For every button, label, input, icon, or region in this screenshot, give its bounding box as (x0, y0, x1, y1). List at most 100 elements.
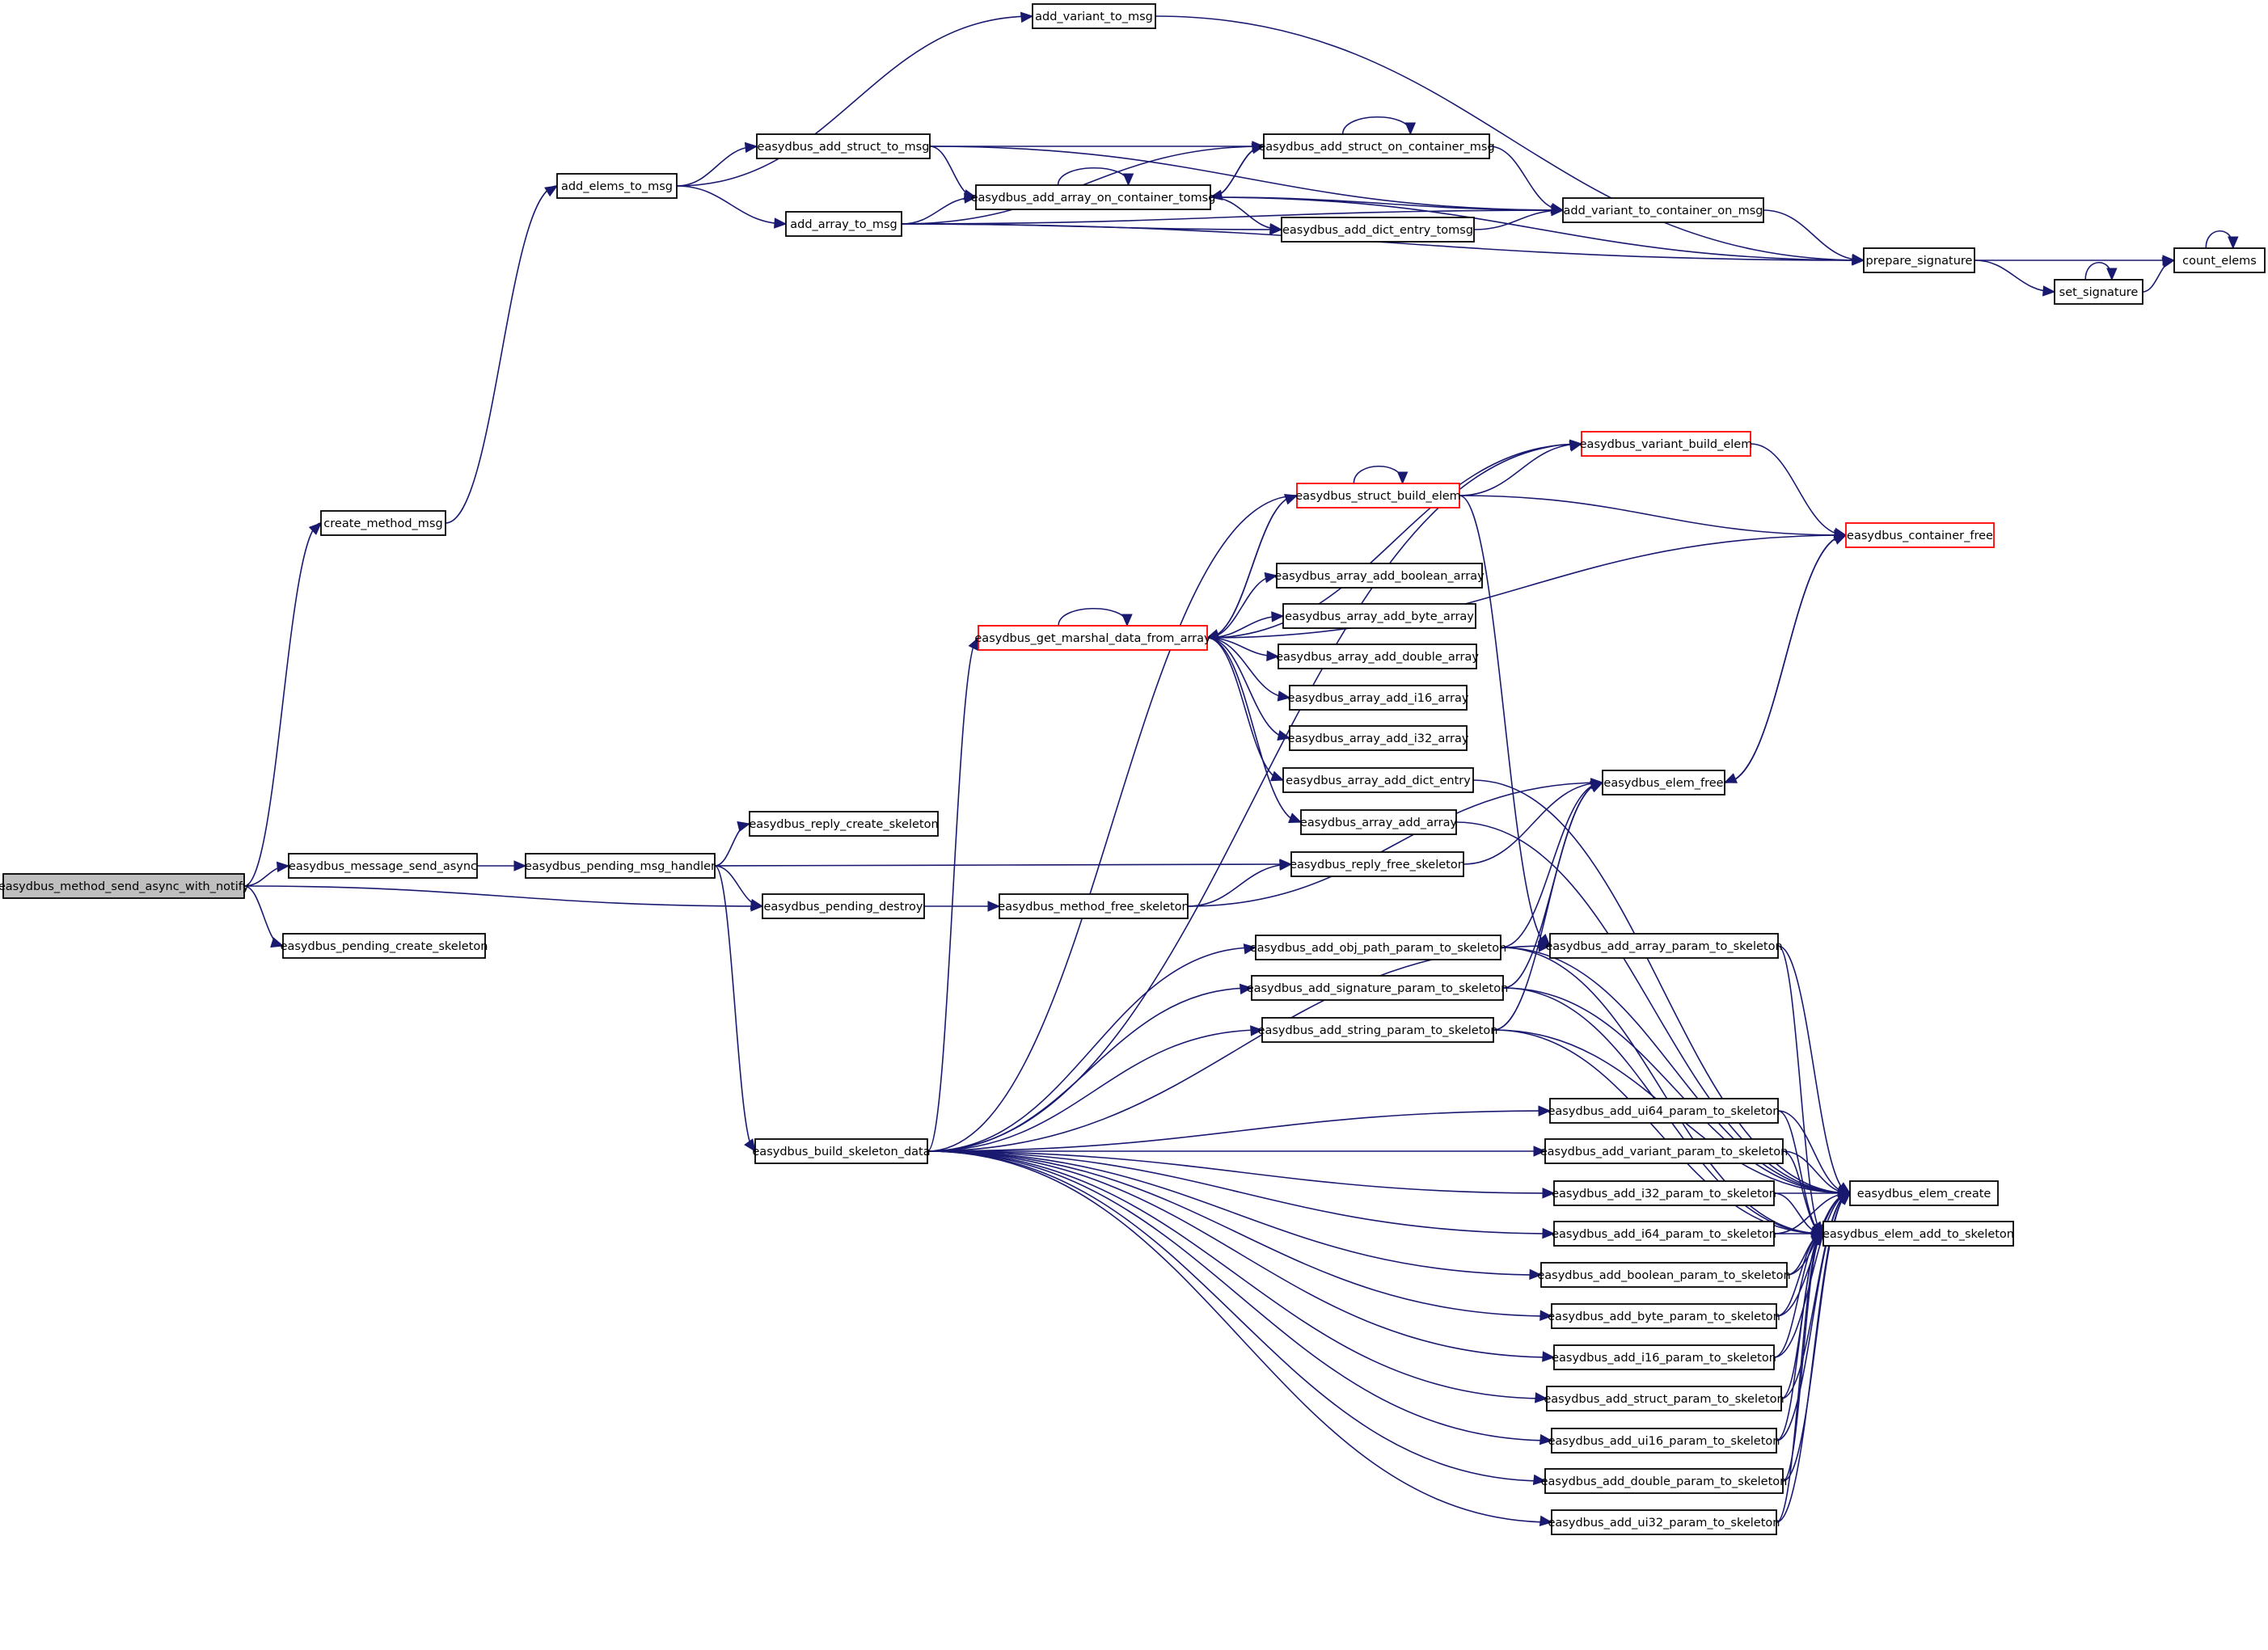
node-add-array-on-container-tomsg[interactable]: easydbus_add_array_on_container_tomsg (971, 184, 1216, 210)
node-struct-build-elem[interactable]: easydbus_struct_build_elem (1295, 483, 1461, 509)
node-add-i32-param[interactable]: easydbus_add_i32_param_to_skeleton (1552, 1180, 1776, 1206)
node-array-add-byte-array[interactable]: easydbus_array_add_byte_array (1282, 603, 1476, 629)
node-add-signature-param[interactable]: easydbus_add_signature_param_to_skeleton (1247, 975, 1509, 1001)
node-add-dict-entry-tomsg[interactable]: easydbus_add_dict_entry_tomsg (1281, 217, 1475, 243)
edge-arrowhead (2161, 257, 2176, 268)
node-add-array-to-msg[interactable]: add_array_to_msg (785, 211, 902, 237)
node-add-i64-param[interactable]: easydbus_add_i64_param_to_skeleton (1552, 1221, 1776, 1247)
edge-line (1341, 116, 1412, 135)
edge-build-skeleton-data-to-add-ui64-param (927, 1105, 1552, 1152)
node-pending-msg-handler[interactable]: easydbus_pending_msg_handler (525, 853, 716, 879)
node-array-add-i32-array[interactable]: easydbus_array_add_i32_array (1288, 725, 1469, 751)
node-box (1251, 975, 1504, 1001)
node-count-elems[interactable]: count_elems (2173, 247, 2266, 273)
node-box (1553, 1180, 1775, 1206)
node-add-struct-to-msg[interactable]: easydbus_add_struct_to_msg (756, 133, 931, 159)
node-elem-create[interactable]: easydbus_elem_create (1849, 1180, 1999, 1206)
node-build-skeleton-data[interactable]: easydbus_build_skeleton_data (752, 1138, 931, 1164)
edge-arrowhead (1288, 812, 1303, 823)
node-label: easydbus_add_struct_param_to_skeleton (1544, 1393, 1784, 1406)
node-add-variant-param[interactable]: easydbus_add_variant_param_to_skeleton (1540, 1138, 1789, 1164)
edge-arrowhead (1396, 471, 1409, 485)
edge-arrowhead (1542, 1227, 1556, 1239)
node-add-string-param[interactable]: easydbus_add_string_param_to_skeleton (1258, 1017, 1498, 1043)
node-pending-create-skeleton[interactable]: easydbus_pending_create_skeleton (281, 933, 488, 959)
node-add-elems-to-msg[interactable]: add_elems_to_msg (556, 173, 678, 199)
edge-arrowhead (1122, 173, 1134, 187)
node-label: easydbus_pending_msg_handler (525, 860, 716, 873)
node-add-boolean-param[interactable]: easydbus_add_boolean_param_to_skeleton (1537, 1262, 1791, 1288)
edge-arrowhead (513, 860, 527, 871)
node-add-byte-param[interactable]: easydbus_add_byte_param_to_skeleton (1548, 1303, 1780, 1329)
node-add-array-param[interactable]: easydbus_add_array_param_to_skeleton (1545, 933, 1783, 959)
node-add-struct-param[interactable]: easydbus_add_struct_param_to_skeleton (1544, 1386, 1784, 1412)
edge-line (927, 1150, 1546, 1482)
node-reply-create-skeleton[interactable]: easydbus_reply_create_skeleton (749, 811, 939, 837)
node-label: easydbus_add_array_param_to_skeleton (1545, 940, 1782, 953)
edge-line (1459, 495, 1847, 536)
node-elem-add-to-skeleton[interactable]: easydbus_elem_add_to_skeleton (1822, 1221, 2014, 1247)
node-box (754, 1138, 928, 1164)
node-variant-build-elem[interactable]: easydbus_variant_build_elem (1580, 431, 1753, 457)
node-label: easydbus_array_add_double_array (1276, 651, 1479, 664)
edge-arrowhead (1539, 1515, 1553, 1526)
node-add-struct-on-container-msg[interactable]: easydbus_add_struct_on_container_msg (1258, 133, 1495, 159)
node-array-add-i16-array[interactable]: easydbus_array_add_i16_array (1288, 685, 1469, 711)
node-send-async-with-notify[interactable]: easydbus_method_send_async_with_notify (0, 873, 250, 899)
node-label: easydbus_add_ui64_param_to_skeleton (1548, 1105, 1780, 1118)
node-label: add_variant_to_container_on_msg (1564, 205, 1763, 217)
edge-arrowhead (737, 821, 751, 832)
edge-arrowhead (1811, 1233, 1824, 1247)
edge-get-marshal-data-from-array-to-array-add-i32-array (1206, 637, 1291, 741)
edge-array-add-dict-entry-to-elem-create (1472, 779, 1852, 1196)
node-box (1551, 1509, 1777, 1535)
node-label: add_elems_to_msg (561, 180, 673, 193)
edge-create-method-msg-to-add-elems-to-msg (445, 185, 559, 524)
node-box (1602, 770, 1725, 795)
node-box (1822, 1221, 2014, 1247)
node-message-send-async[interactable]: easydbus_message_send_async (288, 853, 478, 879)
node-label: easydbus_array_add_boolean_array (1274, 570, 1485, 583)
node-box (1544, 1468, 1784, 1494)
edge-struct-build-elem-to-container-free (1459, 495, 1848, 541)
node-create-method-msg[interactable]: create_method_msg (320, 510, 446, 536)
edge-line (1187, 863, 1292, 907)
edge-add-array-param-to-elem-create (1777, 945, 1852, 1194)
node-label: easydbus_reply_free_skeleton (1290, 859, 1465, 871)
edge-arrowhead (1542, 1188, 1556, 1199)
node-elem-free[interactable]: easydbus_elem_free (1602, 770, 1725, 795)
edge-build-skeleton-data-to-add-signature-param (927, 983, 1253, 1152)
edge-arrowhead (1250, 1025, 1264, 1036)
node-reply-free-skeleton[interactable]: easydbus_reply_free_skeleton (1290, 851, 1465, 877)
edge-build-skeleton-data-to-add-byte-param (927, 1150, 1553, 1321)
node-add-ui16-param[interactable]: easydbus_add_ui16_param_to_skeleton (1548, 1428, 1780, 1454)
edge-add-array-on-container-tomsg-to-add-array-on-container-tomsg (1057, 167, 1134, 187)
edge-get-marshal-data-from-array-to-array-add-array (1206, 637, 1303, 823)
node-add-variant-to-msg[interactable]: add_variant_to_msg (1032, 3, 1156, 29)
node-box (762, 893, 925, 919)
node-prepare-signature[interactable]: prepare_signature (1863, 247, 1975, 273)
node-add-ui32-param[interactable]: easydbus_add_ui32_param_to_skeleton (1548, 1509, 1780, 1535)
edge-add-obj-path-param-to-elem-free (1500, 781, 1604, 948)
node-set-signature[interactable]: set_signature (2054, 279, 2143, 305)
node-box (1289, 685, 1468, 711)
node-add-i16-param[interactable]: easydbus_add_i16_param_to_skeleton (1552, 1344, 1776, 1370)
edge-arrowhead (1264, 572, 1278, 584)
node-pending-destroy[interactable]: easydbus_pending_destroy (762, 893, 925, 919)
edge-arrowhead (276, 861, 290, 873)
node-array-add-double-array[interactable]: easydbus_array_add_double_array (1276, 644, 1479, 669)
node-label: easydbus_struct_build_elem (1295, 490, 1461, 503)
node-add-ui64-param[interactable]: easydbus_add_ui64_param_to_skeleton (1548, 1098, 1780, 1124)
edge-line (927, 443, 1582, 1152)
node-array-add-boolean-array[interactable]: easydbus_array_add_boolean_array (1274, 563, 1485, 589)
node-box (1863, 247, 1975, 273)
node-add-double-param[interactable]: easydbus_add_double_param_to_skeleton (1541, 1468, 1788, 1494)
node-add-variant-to-container-on-msg[interactable]: add_variant_to_container_on_msg (1562, 197, 1764, 223)
node-get-marshal-data-from-array[interactable]: easydbus_get_marshal_data_from_array (974, 625, 1211, 651)
node-container-free[interactable]: easydbus_container_free (1845, 522, 1995, 548)
node-method-free-skeleton[interactable]: easydbus_method_free_skeleton (998, 893, 1189, 919)
edge-arrowhead (1538, 1105, 1552, 1116)
node-array-add-dict-entry[interactable]: easydbus_array_add_dict_entry (1282, 767, 1474, 793)
node-add-obj-path-param[interactable]: easydbus_add_obj_path_param_to_skeleton (1250, 935, 1507, 960)
node-array-add-array[interactable]: easydbus_array_add_array (1300, 809, 1458, 835)
